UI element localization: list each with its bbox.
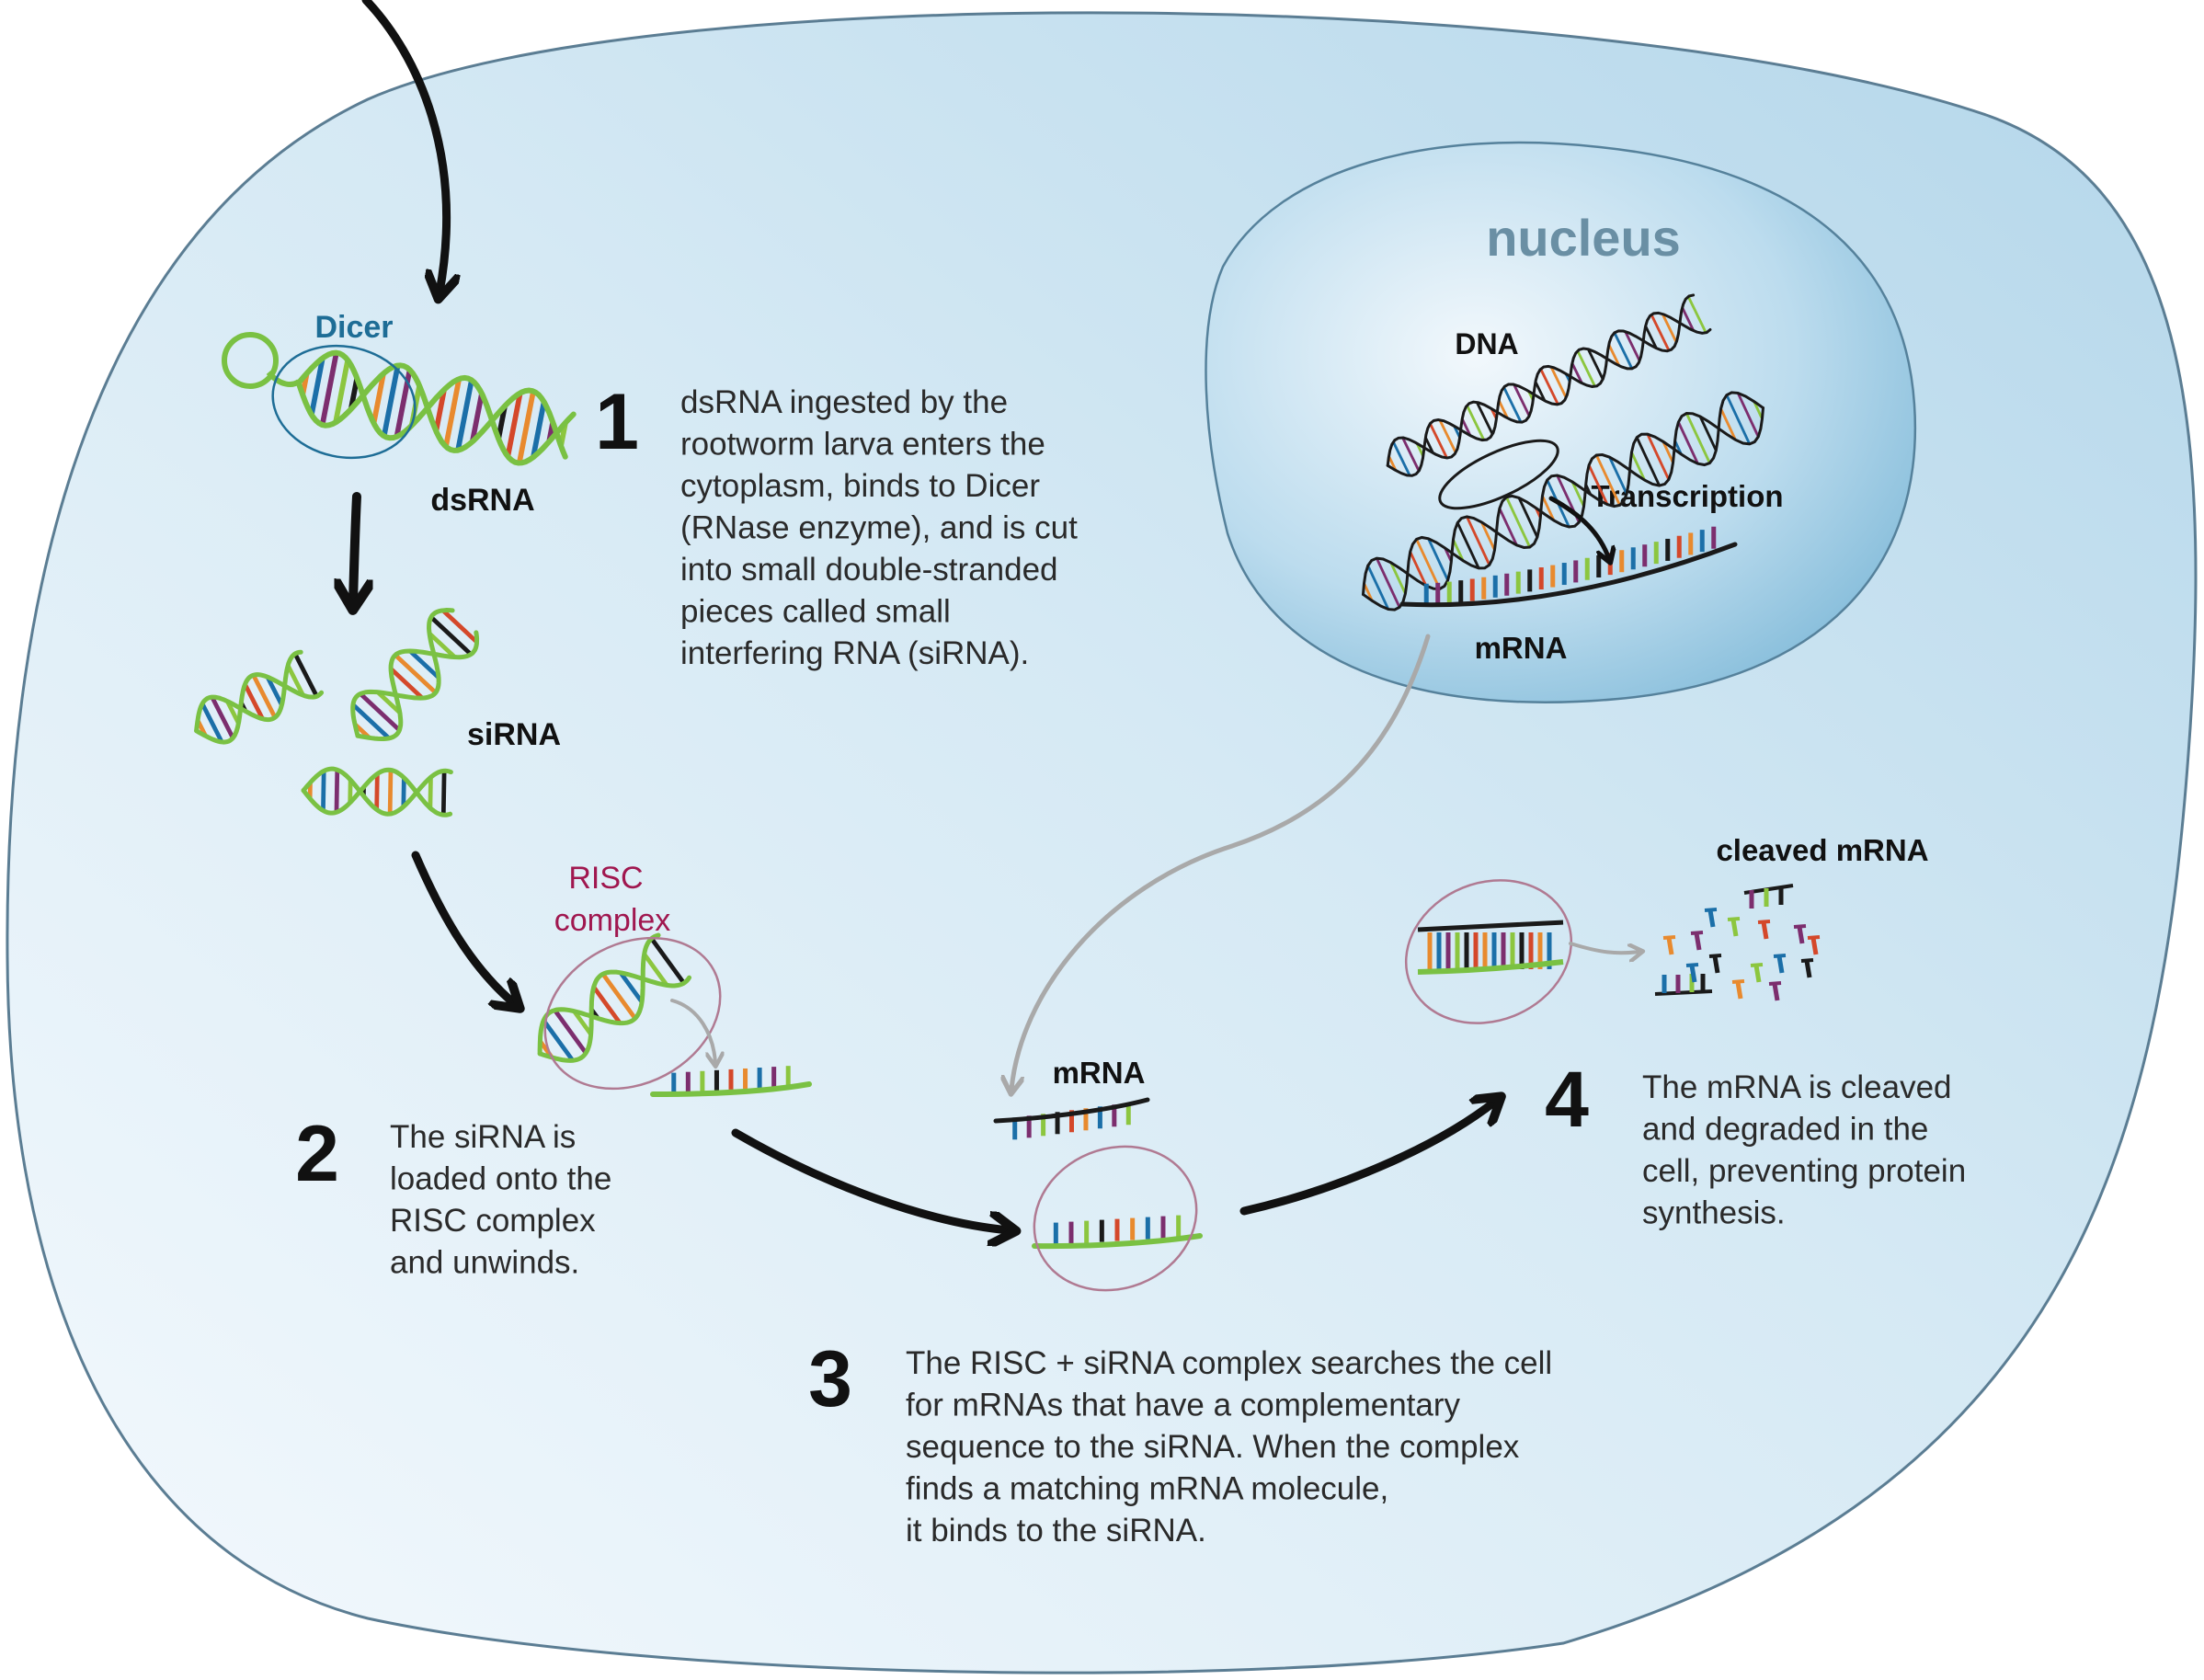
transcription-arrow [1548,496,1609,559]
dicer-to-sirna-arrow [353,492,357,602]
single-sirna-strand [650,1066,812,1097]
target-mrna [993,1097,1150,1140]
dsrna-label: dsRNA [430,483,534,518]
ingestion-arrow [361,0,447,292]
risc-search-sirna [1032,1215,1203,1250]
risc-complex-search [1033,1145,1198,1292]
step-2-number: 2 [295,1110,339,1198]
risc-complex-bound [1404,879,1573,1024]
search-mrna-label: mRNA [1053,1056,1146,1090]
transcription-bubble [1438,439,1559,510]
sirna-label: siRNA [467,717,561,752]
dsrna-hairpin-loop [222,332,279,389]
nucleus [1205,141,1917,703]
dicer-label: Dicer [314,310,393,345]
nucleus-mrna-label: mRNA [1475,631,1568,665]
sirna-release-arrow [670,999,715,1063]
cleaved-mrna-label: cleaved mRNA [1716,833,1928,867]
sirna-fragment [350,608,480,742]
cleaved-mrna-fragments [1654,884,1821,1001]
dicer-enzyme [271,344,417,460]
risc-complex [543,936,722,1091]
transcription-label: Transcription [1591,479,1783,513]
risc-label: complex [554,903,671,938]
step-4-number: 4 [1545,1056,1589,1144]
dna-label: DNA [1455,327,1518,360]
sirna-fragment [301,766,453,817]
sirna-fragment [194,649,325,745]
dna-helix [1386,293,1712,477]
dsrna-helix [295,349,577,466]
risc-bound-mrna [1417,920,1564,975]
step-1-number: 1 [595,378,639,466]
step-3-description: The RISC + siRNA complex searches the ce… [906,1345,1552,1549]
sirna-to-risc-arrow [411,851,515,1004]
step-3-number: 3 [808,1335,852,1423]
risc-to-search-arrow [731,1128,1010,1230]
search-to-bound-arrow [1239,1101,1496,1216]
risc-label: RISC [568,861,643,896]
nucleus-title: nucleus [1486,209,1681,267]
mrna-export-arrow [1011,634,1431,1090]
dna-helix [1361,391,1765,611]
cleavage-arrow [1569,942,1639,953]
